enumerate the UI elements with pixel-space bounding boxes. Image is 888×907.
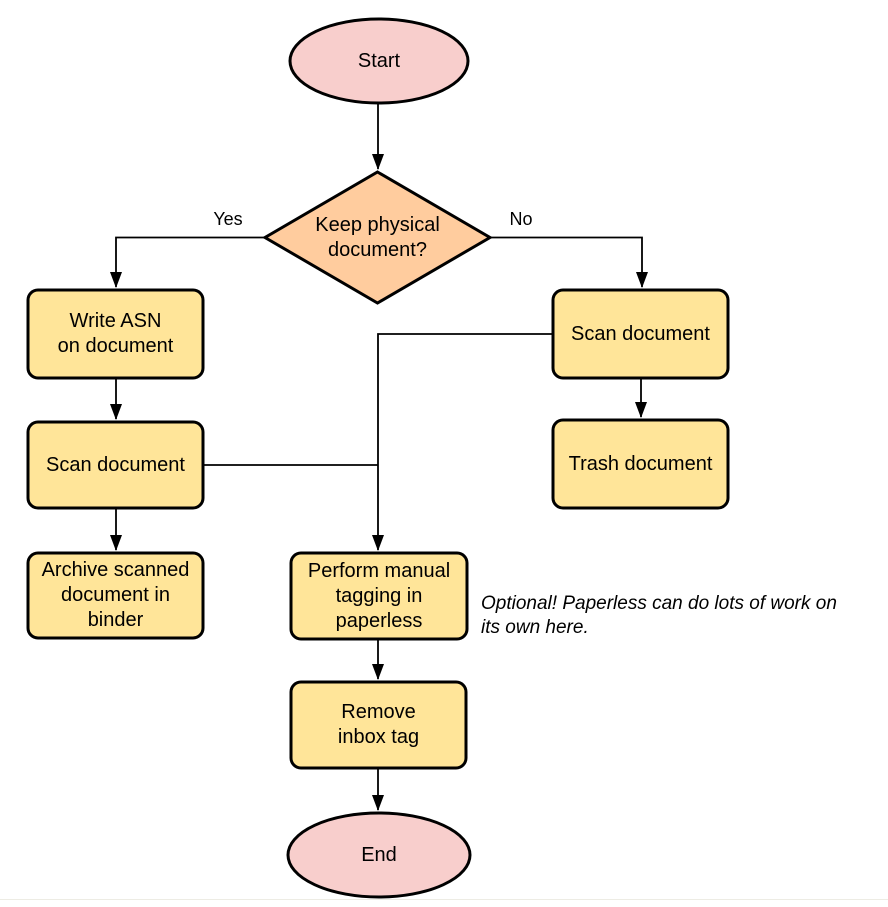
bottom-divider: [0, 899, 888, 900]
tagging-node-shape: [289, 551, 469, 641]
archive-node-shape: [26, 551, 205, 640]
edge-scan-right-to-tagging: [372, 333, 553, 551]
write-asn-node-shape: [26, 288, 205, 380]
decision-node-shape: [262, 170, 493, 305]
edge-decision-no-to-scan-right: [490, 236, 648, 288]
edges: [110, 103, 648, 811]
nodes: [26, 17, 730, 899]
end-node-shape: [286, 811, 472, 899]
trash-node-shape: [551, 418, 730, 510]
scan-right-node-shape: [551, 288, 730, 380]
edge-decision-yes-to-write-asn: [110, 236, 265, 288]
scan-left-node-shape: [26, 420, 205, 510]
remove-inbox-node-shape: [289, 680, 468, 770]
start-node-shape: [288, 17, 470, 105]
